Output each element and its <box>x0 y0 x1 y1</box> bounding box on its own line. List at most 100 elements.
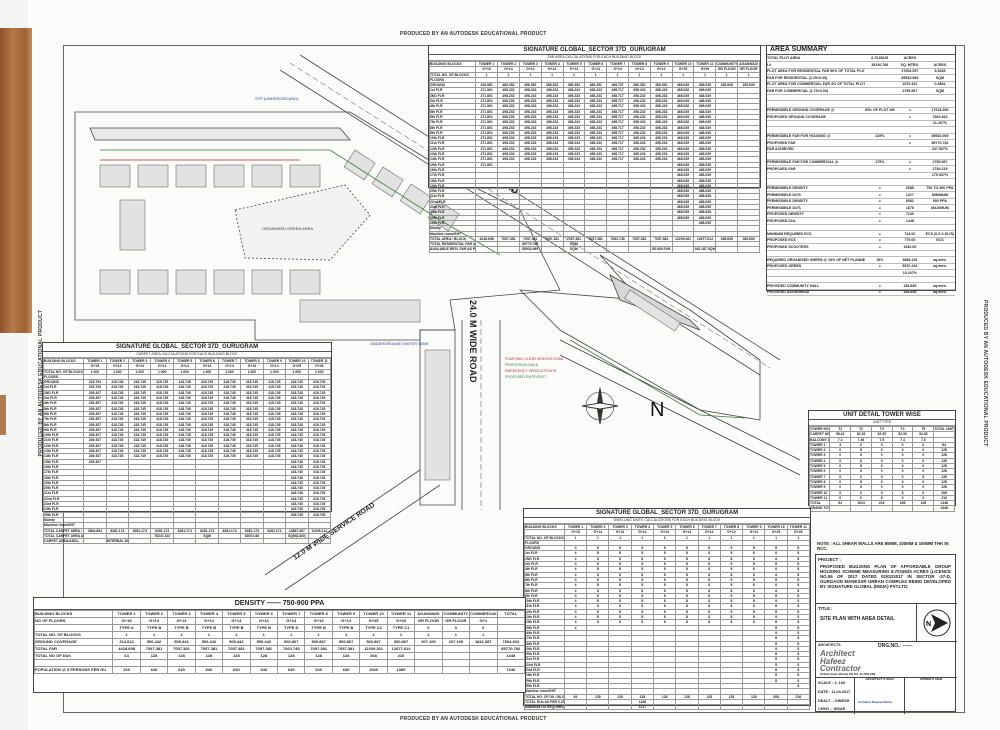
table-cell: sq.mtrs. <box>924 289 955 296</box>
dealt-label: DEALT :- DINESH <box>818 699 850 703</box>
table-cell: 8 <box>786 561 811 568</box>
table-cell: 7057.381 <box>222 645 251 653</box>
table-cell: 128 <box>304 652 333 660</box>
table-cell: G+26 <box>786 529 811 536</box>
table-cell: AGANWADI <box>737 60 760 68</box>
table-cell: PERMISSIBLE FAR FOR HOUSING @ <box>767 133 865 140</box>
table-cell: 0 <box>891 468 914 475</box>
table-cell: TOWER 6 <box>808 468 831 475</box>
building-footprint <box>137 269 169 295</box>
table-cell <box>924 276 955 283</box>
table-cell: L# <box>767 61 865 69</box>
table-cell: = <box>864 230 895 238</box>
table-cell: PROPOSED GROUND COVERAGE <box>767 113 865 121</box>
table-cell: TOWER 9 <box>331 610 361 618</box>
table-cell: 52.35 <box>870 431 893 438</box>
table-cell <box>894 120 925 127</box>
table-cell <box>172 538 197 545</box>
table-cell: 0 <box>891 447 914 454</box>
table-cell <box>894 224 925 231</box>
table-cell: SQM <box>562 246 586 253</box>
table-title: UNIT DETAIL TOWER WISE <box>809 411 955 420</box>
table-cell: MINIMUM DU REQUIRED <box>524 704 565 711</box>
table-cell: 78247.322 <box>150 532 174 540</box>
table-cell: sq.mtrs. <box>924 263 955 270</box>
table-cell: 0 <box>850 494 872 502</box>
building-footprint <box>119 199 146 251</box>
table-cell <box>864 276 895 283</box>
table-cell <box>924 178 955 186</box>
table-cell: PERMISSIBLE FAR FOR COMMERCIAL @ <box>767 159 865 166</box>
table-cell: TOWER 10 <box>808 489 831 496</box>
table-cell: 1 <box>386 631 416 639</box>
table-cell: 418.745 <box>307 432 332 439</box>
table-cell: 0 <box>829 468 852 475</box>
table-cell <box>307 538 332 545</box>
table-cell: G+15 <box>112 617 141 625</box>
table-row <box>767 178 955 186</box>
table-title: SIGNATURE GLOBAL_SECTOR 37D_GURUGRAM <box>43 343 331 352</box>
table-cell: PERMISSIBLE DENSITY <box>767 198 865 205</box>
table-cell: TOWER 6 <box>249 610 279 618</box>
building-footprint <box>251 269 283 295</box>
table-cell: TOTAL RESIDENTIAL FAR AS PER 0.25+0.00 F… <box>428 241 477 248</box>
table-cell: 8.3535 <box>924 68 955 75</box>
table-cell: FAR FOR RESIDENTIAL (2.25×0.00) <box>767 74 865 82</box>
table-cell: 8 <box>786 603 811 610</box>
table-row <box>767 276 955 283</box>
table-cell: 50% OF PLOT AREA <box>864 107 895 114</box>
table-cell: 128 <box>933 468 955 475</box>
table-cell: 1448 <box>933 505 955 512</box>
table-cell: TOTAL <box>496 610 526 618</box>
table-cell <box>83 538 107 545</box>
road-edge <box>559 354 801 476</box>
table-cell: 8 <box>850 468 872 475</box>
table-cell: 1570.431 <box>894 81 925 88</box>
building-footprint <box>371 166 404 198</box>
table-cell: 770.00 <box>894 237 925 244</box>
tower-footprints <box>99 149 681 481</box>
table-cell: 1 <box>331 631 361 639</box>
table-cell: 0 <box>850 489 872 496</box>
table-cell: TOWER 4 <box>194 610 224 618</box>
table-cell: 0 <box>829 473 852 480</box>
table-cell: TOTAL NO. OF BLOCKS <box>42 368 85 375</box>
table-cell: 4418.698 <box>112 645 141 653</box>
table-cell: ACRES <box>894 55 925 62</box>
table-cell <box>653 704 677 711</box>
table-cell: 208 <box>933 489 955 496</box>
table-cell: TOWER 8 <box>304 610 333 618</box>
table-cell: 8 <box>786 571 811 578</box>
road-edge <box>559 339 801 461</box>
table-cell: GR FLOOR <box>737 66 760 73</box>
table-cell: 85.939 FAR <box>649 246 673 253</box>
table-cell: 8 <box>786 645 811 653</box>
table-row: PLOT AREA FOR RESIDENTIAL FAR 96% OF TOT… <box>767 68 955 75</box>
table-cell: TOTAL AREA / BLOCK <box>428 235 477 243</box>
table-cell <box>864 139 895 147</box>
table-cell: 1 <box>469 631 498 639</box>
table-cell: TOWER 3 <box>518 60 542 68</box>
table-cell: PLOT AREA FOR COMMERCIAL FAR 4% OF TOTAL… <box>767 81 865 88</box>
table-cell: PERMISSIBLE GROUND COVERAGE @ <box>767 107 865 114</box>
table-cell: 1 <box>222 631 251 639</box>
table-cell: 640 <box>249 666 279 674</box>
table-cell: 500.867 <box>277 638 306 646</box>
table-cell: PROPOSED DUs <box>767 217 865 225</box>
table-cell: 500.442 <box>249 638 279 646</box>
table-cell: = <box>864 185 895 192</box>
table-cell <box>924 269 955 277</box>
table-cell: 8 <box>786 550 811 557</box>
firm-name-line: Contractor <box>820 664 861 673</box>
table-row: TOTAL DUs AS PER 0.25+0.00 FAR1448 <box>524 698 811 706</box>
table-cell: TYPE B <box>139 624 169 632</box>
table-cell <box>496 659 526 667</box>
